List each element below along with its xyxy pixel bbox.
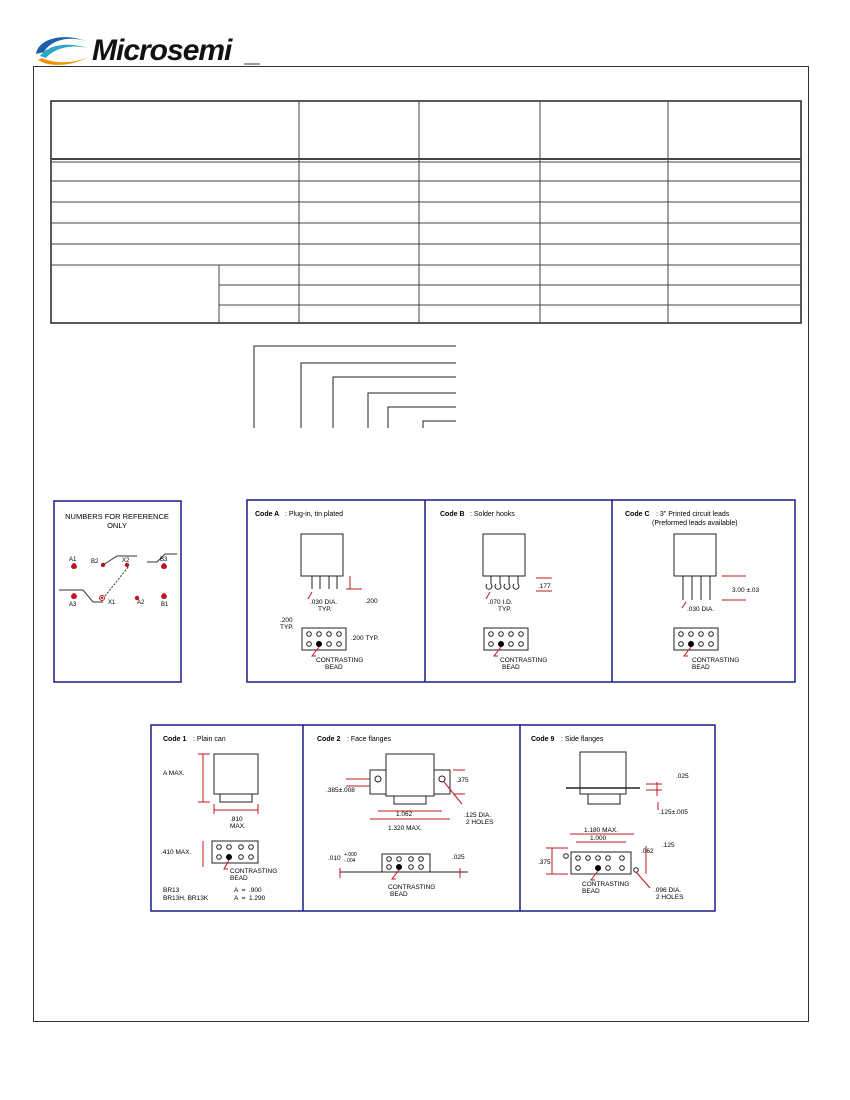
code-9-panel: Code 9 : Side flanges .025 .125±.005 1.1… (531, 736, 689, 901)
code-a-bead: CONTRASTING (316, 657, 363, 664)
code-2-desc: : Face flanges (347, 736, 391, 743)
code-b-panel: Code B : Solder hooks .070 I.D. TYP. .17… (440, 511, 552, 671)
code-c-dim-len: 3.00 ±.03 (732, 587, 759, 594)
can-code-panels: Code 1 : Plain can A MAX. .810 MAX. .410… (150, 724, 716, 912)
pin-b1: B1 (161, 602, 169, 608)
code-9-dim-height: .375 (538, 859, 551, 866)
code-c-bead-2: BEAD (692, 664, 710, 671)
code-a-bead-2: BEAD (325, 664, 343, 671)
code-2-dim-flange: .010 (328, 855, 341, 862)
spec-table (50, 100, 802, 324)
part-number-code-tree (253, 345, 456, 428)
code-a-dim-dia: .030 DIA. (310, 599, 337, 606)
code-b-dim-hook: .177 (538, 583, 551, 590)
code-9-dim-hole-dia: .096 DIA. (654, 887, 681, 894)
code-1-dim-a: A MAX. (163, 770, 185, 777)
code-b-dim-typ: TYP. (498, 606, 512, 613)
pin-a2: A2 (137, 600, 145, 606)
code-c-dim-dia: .030 DIA. (687, 606, 714, 613)
microsemi-logo: Microsemi (36, 34, 260, 67)
code-c-label: Code C (625, 511, 650, 518)
code-b-desc: : Solder hooks (470, 511, 515, 518)
code-2-dim-thickness: .025 (452, 854, 465, 861)
code-c-desc-2: (Preformed leads available) (652, 520, 738, 527)
code-a-label: Code A (255, 511, 279, 518)
code-9-desc: : Side flanges (561, 736, 604, 743)
code-9-dim-overall: 1.180 MAX. (584, 827, 618, 834)
pin-a3: A3 (69, 602, 77, 608)
code-b-dim-id: .070 I.D. (488, 599, 513, 606)
code-2-dim-center: .385±.008 (326, 787, 355, 794)
reference-title: NUMBERS FOR REFERENCE (65, 512, 169, 521)
code-2-dim-tol-plus: +.000 (344, 852, 357, 858)
code-b-label: Code B (440, 511, 465, 518)
code-a-dim-pitch: .200 (280, 617, 293, 624)
code-2-dim-height: .375 (456, 777, 469, 784)
code-9-dim-thickness: .025 (676, 773, 689, 780)
code-9-dim-holes: 1.000 (590, 835, 607, 842)
code-a-dim-pitch-typ: TYP. (280, 624, 294, 631)
code-1-model-1-name: BR13 (163, 887, 180, 894)
code-2-panel: Code 2 : Face flanges .385±.008 .375 1.0… (317, 736, 494, 898)
pin-b2: B2 (91, 559, 99, 565)
code-c-bead: CONTRASTING (692, 657, 739, 664)
code-2-bead: CONTRASTING (388, 884, 435, 891)
code-9-label: Code 9 (531, 736, 554, 743)
code-a-dim-typ: TYP. (318, 606, 332, 613)
code-9-dim-hole-count: 2 HOLES (656, 894, 684, 901)
pin-x1: X1 (108, 600, 116, 606)
swoosh-icon (36, 37, 90, 65)
pin-a1: A1 (69, 557, 77, 563)
reference-title-2: ONLY (107, 521, 127, 530)
code-2-bead-2: BEAD (390, 891, 408, 898)
code-9-bead-2: BEAD (582, 888, 600, 895)
code-a-dim-row: .200 TYP. (351, 635, 379, 642)
code-1-bead-2: BEAD (230, 875, 248, 882)
page-frame (33, 66, 809, 1022)
code-9-dim-edge: .062 (641, 848, 654, 855)
code-9-dim-offset: .125±.005 (659, 809, 688, 816)
code-1-dim-depth: .410 MAX. (161, 849, 192, 856)
code-c-desc: : 3" Printed circuit leads (656, 511, 730, 518)
code-1-panel: Code 1 : Plain can A MAX. .810 MAX. .410… (161, 736, 277, 902)
code-9-bead: CONTRASTING (582, 881, 629, 888)
code-1-desc: : Plain can (193, 736, 226, 743)
code-1-model-2-name: BR13H, BR13K (163, 895, 209, 902)
code-1-model-2-value: A = 1.290 (234, 895, 266, 902)
code-2-dim-overall: 1.320 MAX. (388, 825, 422, 832)
code-b-bead: CONTRASTING (500, 657, 547, 664)
code-2-dim-tol-minus: -.004 (344, 858, 356, 864)
code-2-dim-hole-count: 2 HOLES (466, 819, 494, 826)
pin-b3: B3 (160, 557, 168, 563)
code-1-dim-width: .810 (230, 816, 243, 823)
code-a-panel: Code A : Plug-in, tin plated .030 DIA. T… (255, 511, 379, 671)
brand-name: Microsemi (92, 34, 233, 67)
code-1-bead: CONTRASTING (230, 868, 277, 875)
code-a-dim-lead: .200 (365, 598, 378, 605)
code-2-label: Code 2 (317, 736, 340, 743)
code-1-dim-width-max: MAX. (230, 823, 246, 830)
code-b-bead-2: BEAD (502, 664, 520, 671)
code-1-model-1-value: A = .900 (234, 887, 262, 894)
code-2-dim-hole-dia: .125 DIA. (464, 812, 491, 819)
pin-x2: X2 (122, 558, 130, 564)
pin-reference-panel: NUMBERS FOR REFERENCE ONLY A1 B2 X2 B3 A… (53, 500, 182, 683)
lead-code-panels: Code A : Plug-in, tin plated .030 DIA. T… (246, 499, 796, 683)
code-9-dim-hole-offset: .125 (662, 842, 675, 849)
code-1-label: Code 1 (163, 736, 186, 743)
code-2-dim-holes: 1.062 (396, 811, 413, 818)
code-c-panel: Code C : 3" Printed circuit leads (Prefo… (625, 511, 759, 671)
code-a-desc: : Plug-in, tin plated (285, 511, 343, 518)
